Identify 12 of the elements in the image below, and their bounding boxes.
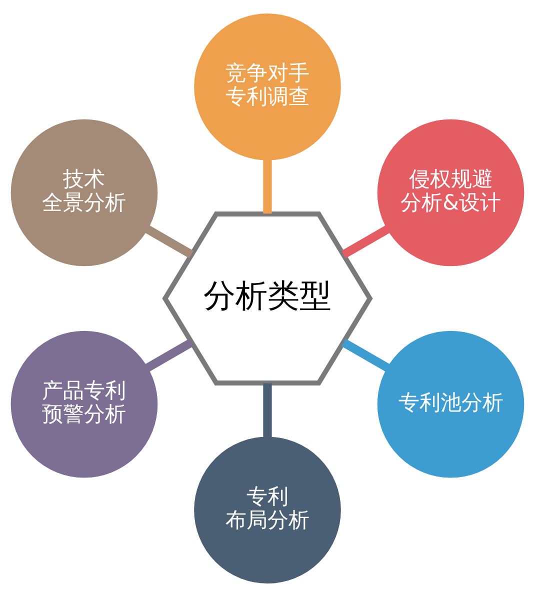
connector bbox=[263, 158, 272, 214]
connector bbox=[341, 338, 392, 372]
node-circle: 专利布局分析 bbox=[194, 436, 341, 584]
node-circle: 侵权规避分析&设计 bbox=[377, 118, 524, 266]
connector bbox=[341, 224, 392, 258]
connector bbox=[144, 338, 194, 372]
node-circle: 技术全景分析 bbox=[10, 118, 158, 266]
node-circle: 产品专利预警分析 bbox=[10, 330, 158, 478]
connector bbox=[263, 382, 272, 438]
node-circle: 竞争对手专利调查 bbox=[194, 12, 341, 160]
node-circle: 专利池分析 bbox=[377, 330, 524, 478]
connector bbox=[144, 224, 194, 258]
